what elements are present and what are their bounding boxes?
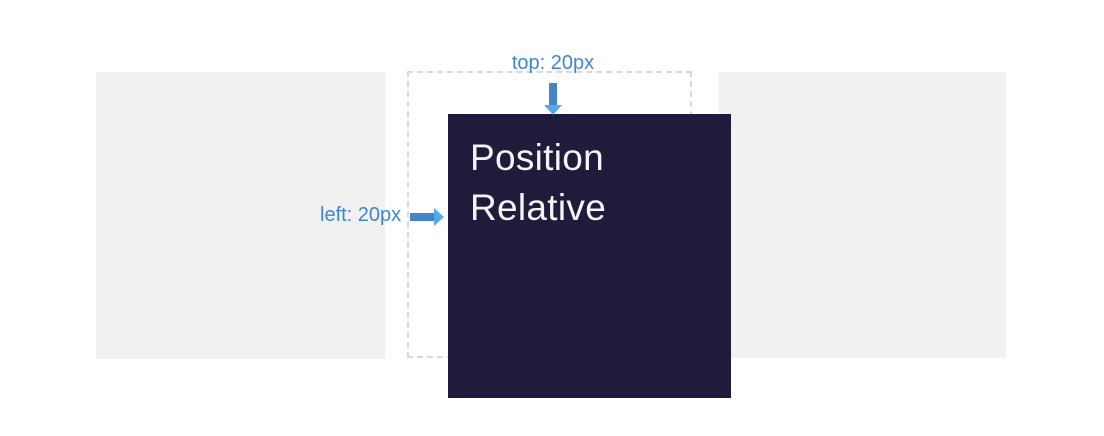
arrow-right-head [434, 208, 444, 226]
arrow-down-shaft [549, 83, 557, 105]
left-offset-label: left: 20px [320, 204, 402, 226]
arrow-down-head [544, 105, 562, 115]
arrow-down-icon [544, 83, 562, 115]
relative-box-label: Position Relative [470, 137, 607, 228]
top-offset-label: top: 20px [511, 52, 595, 74]
sibling-box-left [96, 72, 385, 359]
arrow-right-icon [410, 208, 444, 226]
relative-positioned-box: Position Relative [448, 114, 731, 398]
sibling-box-right [719, 72, 1006, 358]
arrow-right-shaft [410, 213, 434, 221]
